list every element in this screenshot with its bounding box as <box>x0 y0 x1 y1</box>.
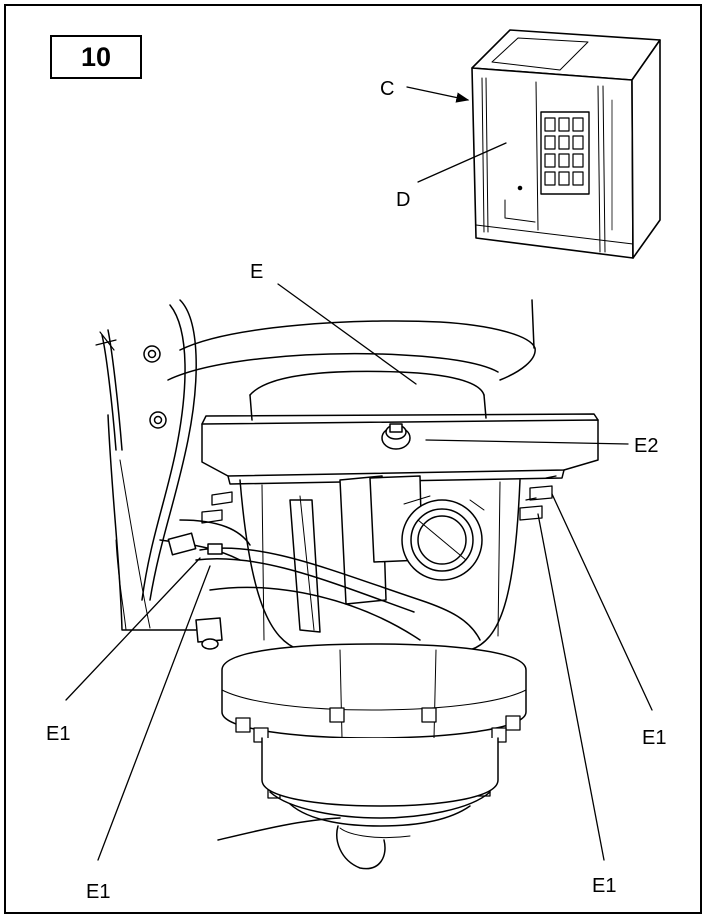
leader-e <box>277 283 417 385</box>
label-e1-left-upper: E1 <box>46 723 70 745</box>
leader-e1-left-lower <box>97 565 211 861</box>
figure-frame <box>4 4 702 914</box>
fan-motor-assembly <box>95 299 599 870</box>
leader-lines <box>65 86 653 861</box>
label-c: C <box>380 78 394 100</box>
label-d: D <box>396 189 410 211</box>
label-e: E <box>250 261 263 283</box>
leader-e1-left-upper <box>65 557 201 701</box>
label-e1-right-lower: E1 <box>592 875 616 897</box>
label-e1-left-lower: E1 <box>86 881 110 903</box>
leader-e1-right-lower <box>537 513 605 861</box>
compressor-cabinet <box>471 29 661 259</box>
leader-d <box>417 142 507 183</box>
leader-e1-right-upper <box>551 493 653 711</box>
leader-c <box>406 86 470 103</box>
step-number: 10 <box>80 41 112 72</box>
label-e1-right-upper: E1 <box>642 727 666 749</box>
callout-labels: C D E E2 E1 E1 E1 E1 <box>46 78 666 903</box>
step-number-box: 10 <box>50 35 142 79</box>
label-e2: E2 <box>634 435 658 457</box>
leader-e2 <box>425 439 629 445</box>
